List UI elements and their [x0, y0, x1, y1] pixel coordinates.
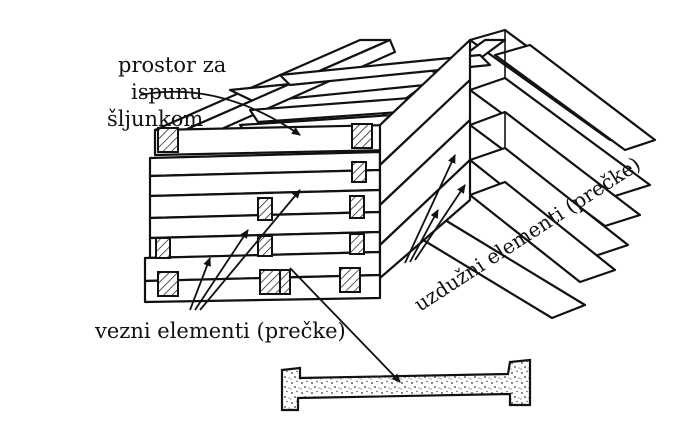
label-fill-space-line2: ispunu [131, 80, 203, 104]
label-fill-space-line1: prostor za [118, 53, 226, 77]
label-fill-space-line3: šljunkom [107, 107, 203, 131]
crib-layers [143, 38, 472, 304]
label-fill-space: prostor za ispunu šljunkom [107, 53, 226, 131]
label-connecting-elements: vezni elementi (prečke) [94, 319, 346, 343]
longitudinal-beams [408, 28, 657, 320]
beam-sections [155, 123, 373, 297]
leaders [139, 90, 466, 383]
connecting-element-detail [280, 358, 532, 412]
